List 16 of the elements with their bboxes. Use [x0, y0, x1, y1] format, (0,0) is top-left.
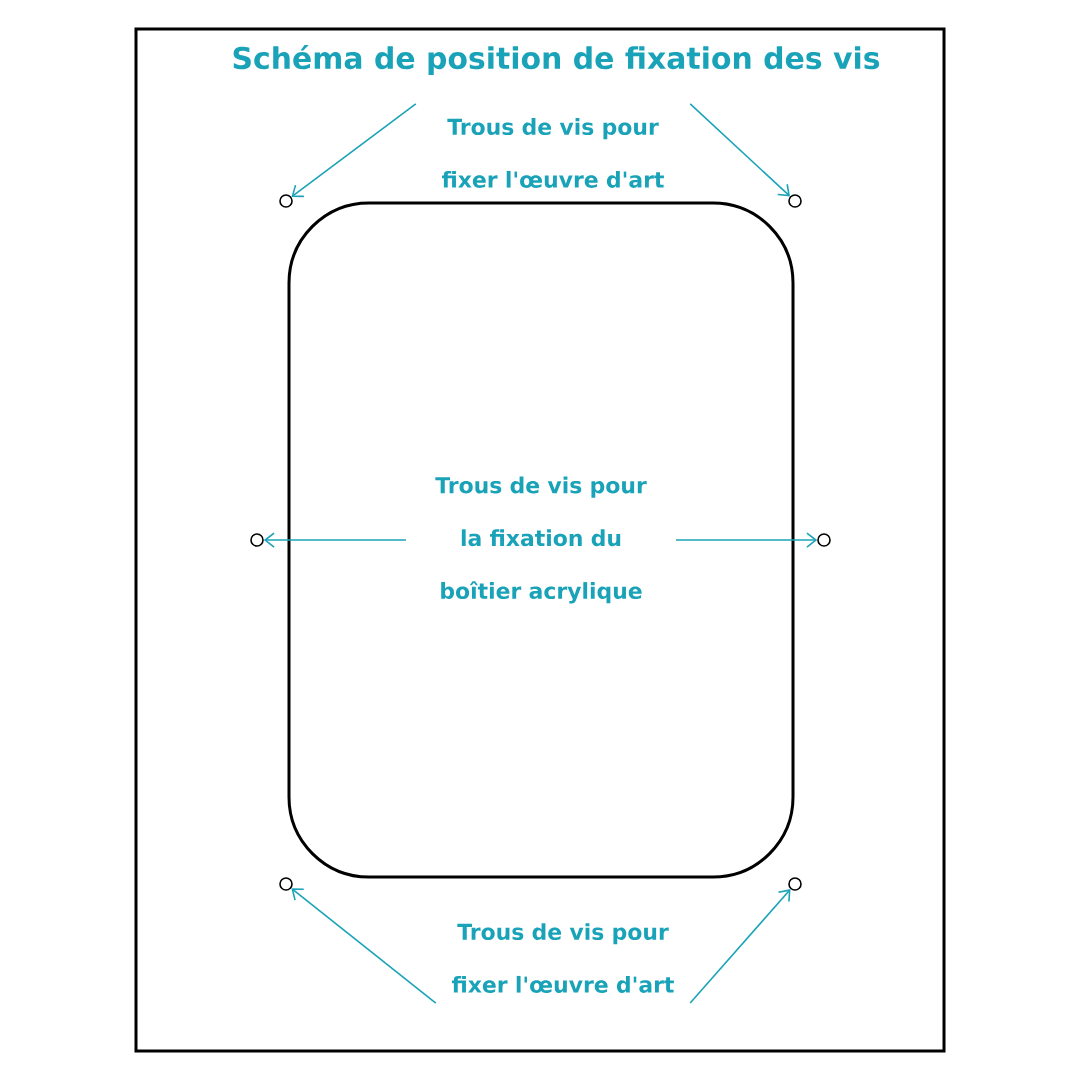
arrow [291, 103, 417, 198]
screw-hole [250, 533, 264, 547]
hole-label: Trous de vis pour fixer l'œuvre d'art [442, 118, 664, 188]
rounded-frame: Trous de vis pour la fixation du boîtier acrylique [287, 201, 795, 879]
screw-hole [788, 877, 802, 891]
arrow [689, 889, 791, 1004]
title: Schéma de position de fixation des vis [233, 44, 880, 76]
hole-label: Trous de vis pour fixer l'œuvre d'art [452, 923, 674, 993]
screw-hole [788, 194, 802, 208]
screw-hole [279, 194, 293, 208]
arrow [263, 532, 407, 548]
screw-hole [279, 877, 293, 891]
arrow [675, 532, 818, 548]
arrow [689, 103, 791, 197]
arrow [291, 888, 437, 1004]
screw-hole [817, 533, 831, 547]
